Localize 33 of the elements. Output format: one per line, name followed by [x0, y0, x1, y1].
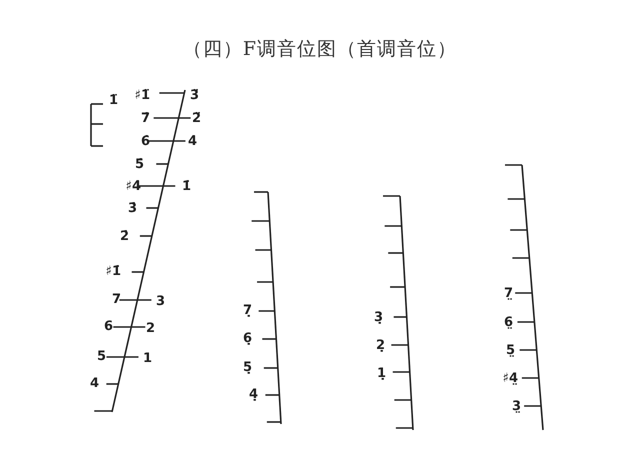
note-number: 7̣: [242, 303, 252, 319]
note-number: 3̈: [190, 88, 200, 104]
note-number: 7: [112, 292, 121, 308]
note-number: 6̤: [504, 315, 513, 331]
note-number: 3̤: [512, 399, 521, 415]
note-number: 3̣: [374, 310, 383, 326]
note-number: ♯1̇: [106, 264, 121, 280]
note-number: 2̈: [192, 111, 202, 127]
note-number: 3̇: [128, 201, 137, 217]
note-number: 6: [104, 319, 113, 335]
note-number: 4: [90, 376, 99, 392]
note-number: 4̇: [188, 134, 198, 150]
note-number: 2̇: [120, 229, 129, 245]
note-number: ♯4̇: [126, 179, 141, 195]
note-number: 6̇: [140, 134, 150, 150]
note-number: 7̤: [504, 286, 513, 302]
note-number: 1̇: [182, 179, 192, 195]
chart-title: （四）F调音位图（首调音位）: [182, 37, 458, 62]
note-number: 2̣: [376, 338, 385, 354]
note-number: 5̤: [506, 343, 515, 359]
note-number: 2: [146, 321, 156, 337]
note-number: 4̣: [248, 387, 258, 403]
note-number: ♯1̈: [134, 88, 150, 104]
note-number: ♯4̤: [502, 371, 518, 387]
note-number: 3: [156, 294, 166, 310]
note-number: 5̇: [134, 157, 144, 173]
note-number: 1̈: [108, 93, 118, 109]
note-number: 1̣: [376, 366, 386, 382]
note-number: 5: [96, 349, 106, 365]
note-number: 6̣: [242, 331, 252, 347]
note-number: 1: [143, 351, 152, 367]
note-number: 7̇: [140, 111, 150, 127]
note-number: 5̣: [242, 360, 252, 376]
